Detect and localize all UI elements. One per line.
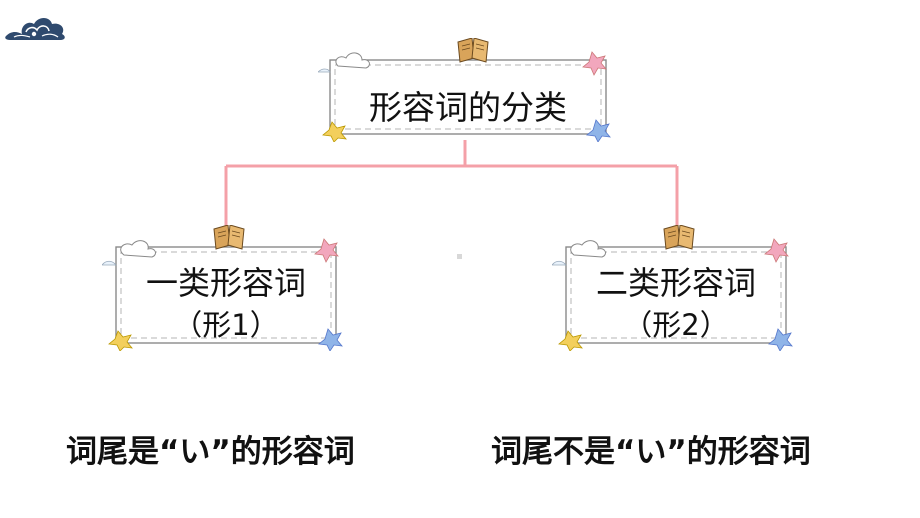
root-label: 形容词的分类 [369, 88, 567, 127]
type2-subtitle: （形2） [623, 308, 729, 342]
card-frame [102, 225, 343, 351]
type2-card: 二类形容词 （形2） [552, 225, 800, 351]
cloud-logo-icon [5, 18, 65, 40]
card-frame [318, 38, 611, 142]
type2-description: 词尾不是“い”的形容词 [491, 434, 811, 470]
card-frame [552, 225, 793, 351]
type2-title: 二类形容词 [595, 264, 756, 302]
type1-title: 一类形容词 [145, 264, 306, 302]
type1-subtitle: （形1） [173, 308, 279, 342]
type1-description: 词尾是“い”的形容词 [66, 434, 355, 470]
center-marker [457, 254, 462, 259]
root-card: 形容词的分类 [318, 38, 618, 142]
type1-card: 一类形容词 （形1） [102, 225, 350, 351]
